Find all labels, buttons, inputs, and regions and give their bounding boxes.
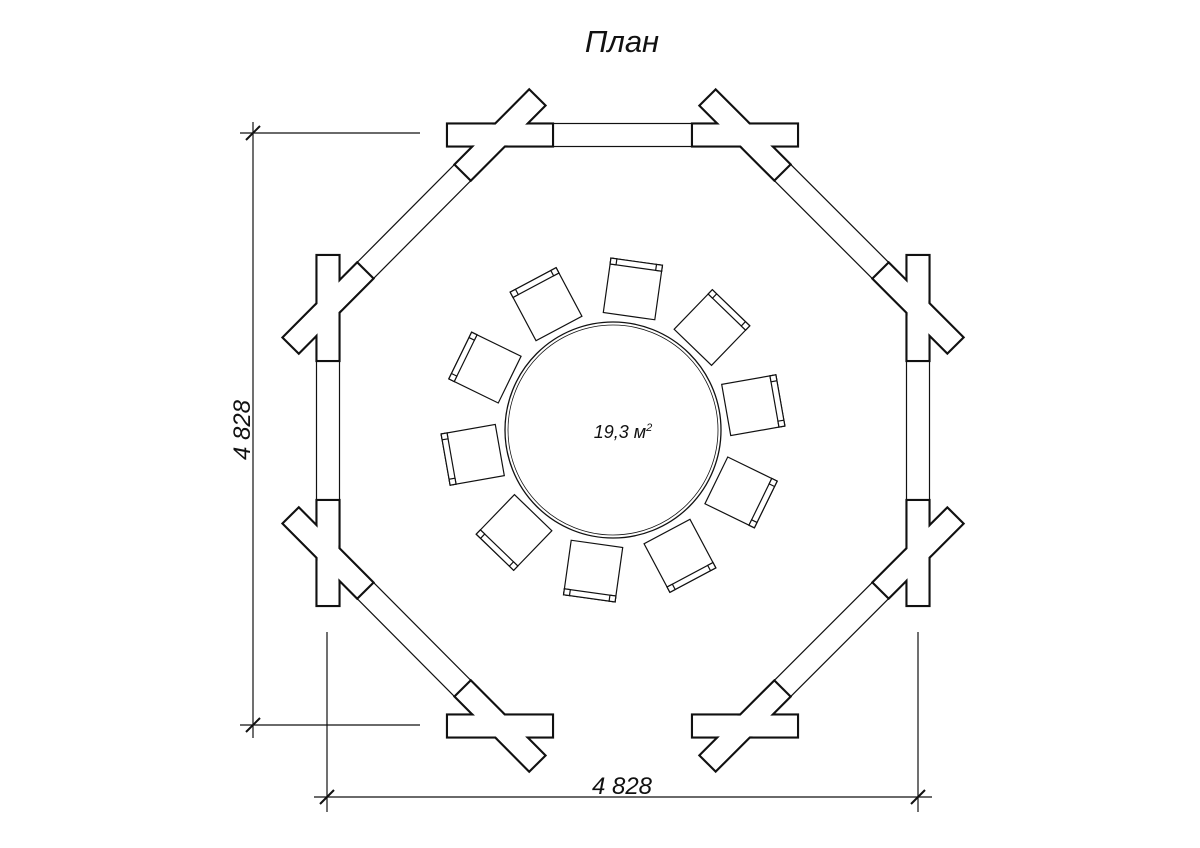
width-dimension-label: 4 828 [592,773,653,800]
chair-back-post [562,588,572,597]
dimension-lines [240,122,932,812]
chair [602,257,664,321]
chair-back-post [748,519,758,529]
log-fill [448,715,552,737]
corner-log-joint [870,253,966,363]
area-unit-superscript: 2 [645,422,652,434]
chair-back-post [448,477,457,486]
log-fill [907,501,929,605]
chair-back-post [666,583,676,594]
chair [475,493,553,572]
chair-back-post [609,257,618,266]
corner-log-joint [445,678,555,774]
log-fill [700,681,790,771]
chair-back-post [508,560,519,572]
chair [440,423,505,486]
round-table-inner-edge [507,324,719,536]
chair-back-post [475,529,486,540]
corner-log-joint [690,678,800,774]
chair-back-post [654,263,664,272]
corner-log-joint [280,498,376,608]
chair-back-post [768,477,778,488]
tick-mark [319,789,335,805]
chair [643,518,717,594]
chair-back-post [608,594,617,603]
round-table [504,321,722,539]
log-fill [456,90,544,180]
log-fill [873,263,963,353]
area-label: 19,3 м2 [594,422,653,442]
area-value: 19,3 м [594,422,646,442]
log-fill [693,124,797,146]
chair-back-post [740,320,751,331]
corner-log-joint [870,498,966,608]
tick-mark [245,125,261,141]
tick-mark [245,717,261,733]
chair-back-post [707,288,718,300]
chair-back-post [440,432,449,441]
chair [448,331,522,404]
chair-back-post [777,419,786,428]
corner-log-joint [690,87,800,183]
chair-back-post [706,561,717,572]
plan-title: План [585,24,659,59]
corner-log-joint [445,87,555,183]
chair-back-post [468,331,478,341]
furniture [440,257,786,603]
corner-log-joint [280,253,376,363]
gazebo-walls [280,87,966,774]
chair [509,266,583,342]
chair-back-post [509,288,520,299]
log-fill [317,256,339,360]
chair-back-post [550,266,560,277]
chair [562,539,624,603]
tick-mark [910,789,926,805]
chair-back-post [448,372,458,383]
log-fill [284,508,372,598]
chair-back-post [769,374,778,383]
height-dimension-label: 4 828 [229,399,256,460]
chair [673,288,751,367]
chair [704,456,778,529]
chair [721,374,786,437]
